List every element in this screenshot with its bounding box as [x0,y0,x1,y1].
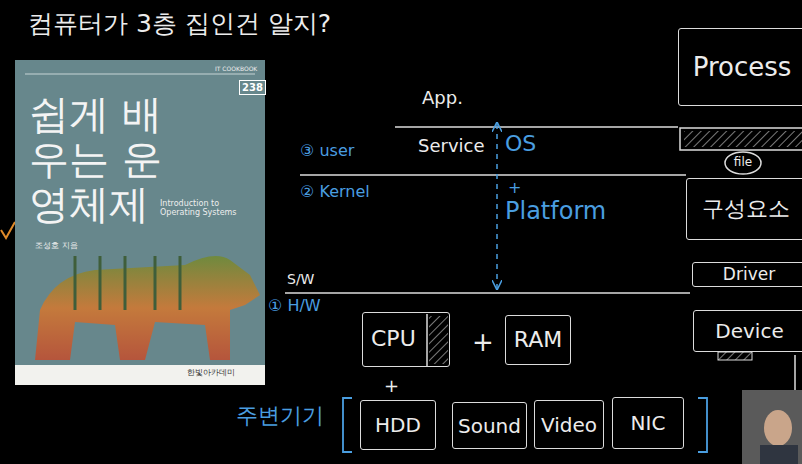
board-label: + [384,376,399,396]
tree-trunk [124,256,127,310]
sound-box: Sound [452,402,527,449]
file-circle: file [724,151,762,175]
box-label: HDD [375,414,421,436]
box-label: Sound [458,415,521,437]
board-label: OS [505,132,536,156]
chalk-stroke [794,355,796,392]
bracket-right [698,398,707,452]
process-box: Process [678,28,802,106]
tree-trunk [154,256,157,310]
component-box: 구성요소 [686,178,802,240]
tree-trunk [99,256,102,310]
box-label: Driver [723,265,775,284]
board-label: Service [418,136,485,156]
driver-box: Driver [692,262,802,287]
cpu-divider [426,314,428,366]
board-title: 컴퓨터가 3층 집인건 알지? [28,10,331,38]
platform-arrow [496,124,498,288]
device-hatch [718,352,752,360]
hdd-box: HDD [360,400,436,450]
board-label: S/W [287,272,314,287]
book-cover: IT COOKBOOK238쉽게 배우는 운영체제Introduction to… [15,60,265,385]
box-label: Device [715,320,783,342]
box-label: file [734,156,752,169]
box-label: Video [541,414,597,436]
layer-line [300,174,686,176]
board-label: 주변기기 [236,404,324,428]
board-label: + [508,179,521,197]
tree-trunk [74,256,77,310]
tree-trunk [179,256,182,310]
layer-line [395,126,678,128]
board-label: Platform [505,198,606,224]
cpu-box: CPU [362,312,450,367]
video-box: Video [534,400,604,449]
box-label: CPU [371,327,416,351]
webcam-body [760,445,798,464]
cover-text: IT COOKBOOK [215,66,257,73]
board-label: ② Kernel [300,183,370,201]
cover-text: 한빛아카데미 [187,369,235,378]
box-label: NIC [631,412,666,434]
box-label: RAM [514,328,562,352]
cover-rule [25,74,255,75]
hatched-bar-fill [684,131,802,147]
cover-text: 238 [239,80,266,95]
cover-strip [15,365,265,385]
webcam-frame [742,390,802,464]
cover-text: 조성호 지음 [35,242,78,251]
board-label: + [472,328,494,357]
device-box: Device [693,310,802,352]
layer-line [285,292,690,294]
ram-box: RAM [505,315,571,365]
board-label: ③ user [300,142,354,160]
nic-box: NIC [612,397,684,449]
hatched-bar [680,128,802,150]
box-label: Process [693,53,792,82]
bear-silhouette [35,256,260,360]
cpu-hatch [429,316,448,364]
check-mark [1,222,15,238]
cover-text: Introduction to Operating Systems [160,200,240,218]
webcam-face [764,410,792,446]
board-label: ① H/W [268,297,321,315]
bracket-left [343,398,352,452]
box-label: 구성요소 [702,197,790,221]
board-label: App. [422,88,463,108]
